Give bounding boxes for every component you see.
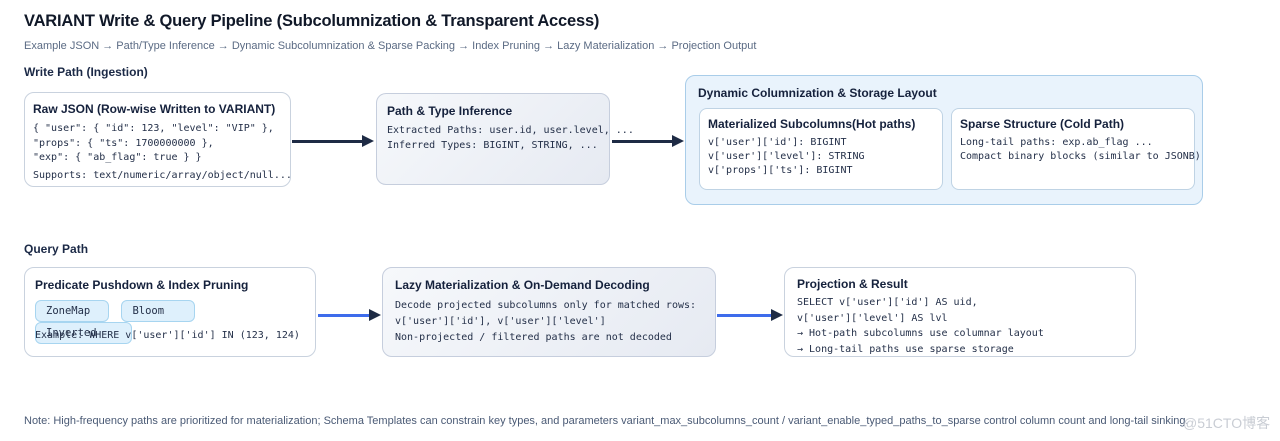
materialized-subcolumns-box: Materialized Subcolumns(Hot paths) v['us…	[699, 108, 943, 190]
lazy-materialization-box: Lazy Materialization & On-Demand Decodin…	[382, 267, 716, 357]
arrow-head-icon	[362, 135, 374, 147]
arrow-head-icon	[771, 309, 783, 321]
projection-line: → Long-tail paths use sparse storage	[797, 343, 1014, 355]
projection-result-box: Projection & Result SELECT v['user']['id…	[784, 267, 1136, 357]
query-arrow-1	[318, 309, 381, 321]
raw-json-box: Raw JSON (Row-wise Written to VARIANT) {…	[24, 92, 292, 187]
arrow-head-icon	[369, 309, 381, 321]
lazy-line: Non-projected / filtered paths are not d…	[395, 332, 672, 343]
zonemap-chip: ZoneMap	[35, 300, 109, 322]
materialized-line: v['user']['id']: BIGINT	[708, 137, 847, 148]
arrow-shaft	[318, 314, 371, 317]
lazy-line: Decode projected subcolumns only for mat…	[395, 300, 697, 311]
lazy-title: Lazy Materialization & On-Demand Decodin…	[395, 278, 650, 292]
footer-note: Note: High-frequency paths are prioritiz…	[24, 415, 1189, 427]
arrow-shaft	[612, 140, 674, 143]
materialized-line: v['props']['ts']: BIGINT	[708, 165, 853, 176]
path-type-inference-box: Path & Type Inference Extracted Paths: u…	[376, 93, 634, 185]
projection-line: → Hot-path subcolumns use columnar layou…	[797, 328, 1044, 339]
sparse-structure-box: Sparse Structure (Cold Path) Long-tail p…	[951, 108, 1201, 190]
arrow-head-icon	[672, 135, 684, 147]
raw-json-line: "exp": { "ab_flag": true } }	[33, 152, 202, 163]
predicate-pushdown-box: Predicate Pushdown & Index Pruning ZoneM…	[24, 267, 316, 357]
columnization-title: Dynamic Columnization & Storage Layout	[698, 86, 937, 100]
bloom-chip: Bloom	[121, 300, 196, 322]
pruning-example: Example: WHERE v['user']['id'] IN (123, …	[35, 330, 300, 341]
sparse-line: Long-tail paths: exp.ab_flag ...	[960, 137, 1153, 148]
query-path-heading: Query Path	[24, 242, 89, 256]
inverted-chip: Inverted	[35, 322, 132, 344]
watermark: @51CTO博客	[1183, 415, 1271, 431]
inference-line: Extracted Paths: user.id, user.level, ..…	[387, 125, 634, 136]
raw-json-line: { "user": { "id": 123, "level": "VIP" },	[33, 123, 274, 134]
columnization-box: Dynamic Columnization & Storage Layout M…	[685, 75, 1203, 205]
raw-json-line: "props": { "ts": 1700000000 },	[33, 137, 214, 149]
arrow-shaft	[717, 314, 773, 317]
projection-line: v['user']['level'] AS lvl	[797, 312, 948, 324]
materialized-line: v['user']['level']: STRING	[708, 151, 865, 162]
raw-json-supports: Supports: text/numeric/array/object/null…	[33, 169, 292, 181]
pipeline-breadcrumb: Example JSON → Path/Type Inference → Dyn…	[24, 40, 757, 52]
pruning-title: Predicate Pushdown & Index Pruning	[35, 278, 249, 292]
inference-line: Inferred Types: BIGINT, STRING, ...	[387, 139, 598, 151]
materialized-title: Materialized Subcolumns(Hot paths)	[708, 117, 916, 131]
query-arrow-2	[717, 309, 783, 321]
projection-line: SELECT v['user']['id'] AS uid,	[797, 297, 978, 308]
index-chip-row: ZoneMap Bloom Inverted	[35, 300, 305, 344]
projection-title: Projection & Result	[797, 277, 908, 291]
write-arrow-1	[292, 135, 374, 147]
arrow-shaft	[292, 140, 364, 143]
lazy-line: v['user']['id'], v['user']['level']	[395, 316, 606, 327]
sparse-title: Sparse Structure (Cold Path)	[960, 117, 1125, 131]
write-path-heading: Write Path (Ingestion)	[24, 65, 148, 79]
sparse-line: Compact binary blocks (similar to JSONB)	[960, 151, 1201, 162]
raw-json-title: Raw JSON (Row-wise Written to VARIANT)	[33, 102, 276, 116]
page-title: VARIANT Write & Query Pipeline (Subcolum…	[24, 12, 600, 30]
inference-title: Path & Type Inference	[387, 104, 513, 118]
write-arrow-2	[612, 135, 684, 147]
